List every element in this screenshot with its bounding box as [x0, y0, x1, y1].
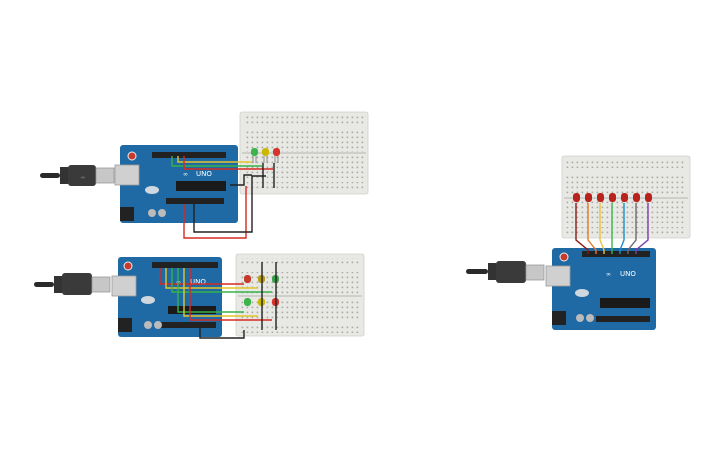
led-row-3 — [573, 193, 652, 202]
led-red-icon[interactable] — [609, 193, 616, 202]
led-row-1 — [251, 148, 280, 163]
usb-cable-3[interactable] — [466, 261, 545, 283]
arduino-board-2[interactable]: ∞ UNO — [111, 257, 222, 337]
usb-cable-1[interactable]: ⟛ — [40, 165, 115, 186]
breadboard-2[interactable] — [235, 253, 365, 337]
led-red-icon[interactable] — [633, 193, 640, 202]
wires-3[interactable] — [575, 203, 649, 254]
wire[interactable] — [627, 203, 637, 254]
svg-text:∞: ∞ — [606, 271, 611, 278]
led-green-icon[interactable] — [244, 298, 251, 306]
wire[interactable] — [587, 203, 597, 254]
svg-text:∞: ∞ — [183, 171, 188, 178]
led-red-icon[interactable] — [573, 193, 580, 202]
led-red-icon[interactable] — [621, 193, 628, 202]
wire[interactable] — [575, 203, 589, 254]
arduino-board-1[interactable]: ∞ UNO — [114, 145, 238, 223]
led-red-icon[interactable] — [585, 193, 592, 202]
board-label-1: UNO — [196, 170, 212, 178]
led-red-icon[interactable] — [645, 193, 652, 202]
circuit-1: ⟛ ∞ UNO — [40, 111, 369, 239]
led-red-icon[interactable] — [273, 148, 280, 163]
wire[interactable] — [599, 203, 605, 254]
led-yellow-icon[interactable] — [262, 148, 269, 163]
led-green-icon[interactable] — [251, 148, 258, 163]
wires-1[interactable] — [171, 156, 275, 239]
led-red-icon[interactable] — [597, 193, 604, 202]
wire[interactable] — [619, 203, 625, 254]
wire[interactable] — [635, 203, 649, 254]
wires-2[interactable] — [159, 262, 277, 339]
arduino-board-3[interactable]: ∞ UNO — [545, 248, 656, 330]
breadboard-1[interactable] — [239, 111, 369, 195]
led-red-icon[interactable] — [244, 275, 251, 283]
usb-cable-2[interactable] — [34, 273, 111, 295]
circuit-3: ∞ UNO — [466, 155, 691, 330]
board-label-2: UNO — [190, 278, 206, 286]
board-label-3: UNO — [620, 270, 636, 278]
circuit-2: ∞ UNO — [34, 253, 365, 339]
svg-text:⟛: ⟛ — [80, 174, 86, 181]
